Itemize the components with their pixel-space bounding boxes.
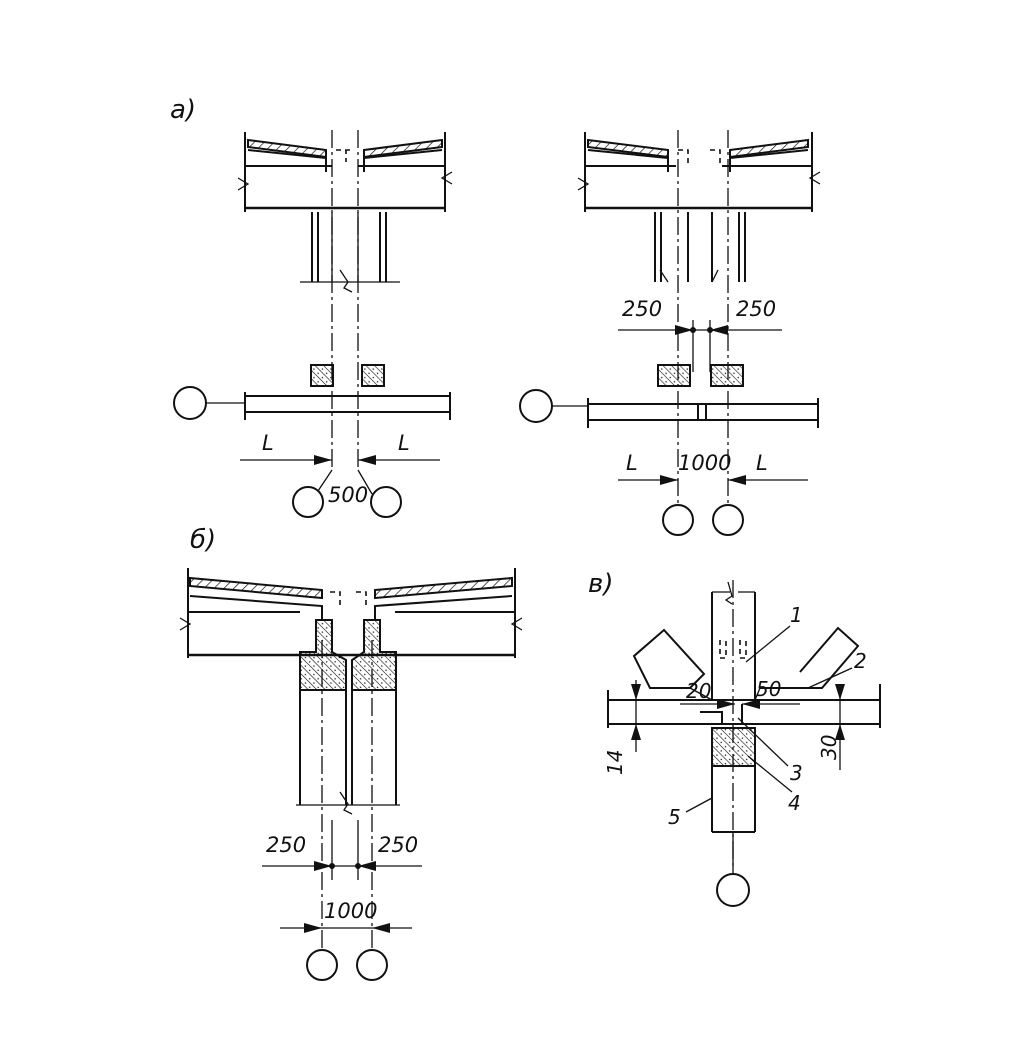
dim-label-l-left: L bbox=[262, 431, 274, 455]
dim-label-250-right-a: 250 bbox=[736, 297, 776, 321]
dim-label-250-left-a: 250 bbox=[622, 297, 662, 321]
dim-label-1000-a: 1000 bbox=[678, 451, 731, 475]
panel-b-label: б) bbox=[190, 525, 216, 555]
callout-4: 4 bbox=[788, 791, 801, 815]
callout-5: 5 bbox=[668, 805, 681, 829]
axis-marker-a-2 bbox=[370, 486, 402, 518]
panel-b: б) 250 250 1000 bbox=[179, 525, 523, 981]
panel-c-label: в) bbox=[588, 569, 613, 599]
dim-label-l-left-b: L bbox=[626, 451, 638, 475]
axis-marker-a-1 bbox=[292, 486, 324, 518]
axis-marker-b-2 bbox=[356, 949, 388, 981]
dim-label-20: 20 bbox=[686, 679, 711, 703]
axis-marker-a-3 bbox=[662, 504, 694, 536]
panel-a-right: 250 250 L 1000 L bbox=[519, 130, 821, 536]
axis-marker-c bbox=[716, 873, 750, 907]
dim-label-14: 14 bbox=[603, 750, 627, 775]
panel-a-label: а) bbox=[170, 95, 196, 125]
dim-label-1000-b: 1000 bbox=[324, 899, 377, 923]
dim-label-250-left-b: 250 bbox=[266, 833, 306, 857]
dim-label-l-right: L bbox=[398, 431, 410, 455]
panel-c: в) 20 50 14 30 bbox=[588, 569, 881, 907]
dim-label-l-right-b: L bbox=[756, 451, 768, 475]
callout-3: 3 bbox=[790, 761, 803, 785]
axis-marker-a-right-left bbox=[519, 389, 553, 423]
dim-label-250-right-b: 250 bbox=[378, 833, 418, 857]
dim-label-30: 30 bbox=[817, 735, 841, 760]
callout-1: 1 bbox=[790, 603, 803, 627]
dim-label-500: 500 bbox=[328, 483, 368, 507]
axis-marker-b-1 bbox=[306, 949, 338, 981]
dim-label-50: 50 bbox=[756, 677, 781, 701]
callout-2: 2 bbox=[854, 649, 867, 673]
panel-a-left: а) L L 500 bbox=[170, 95, 453, 518]
axis-marker-a-4 bbox=[712, 504, 744, 536]
axis-marker-a-left bbox=[173, 386, 207, 420]
